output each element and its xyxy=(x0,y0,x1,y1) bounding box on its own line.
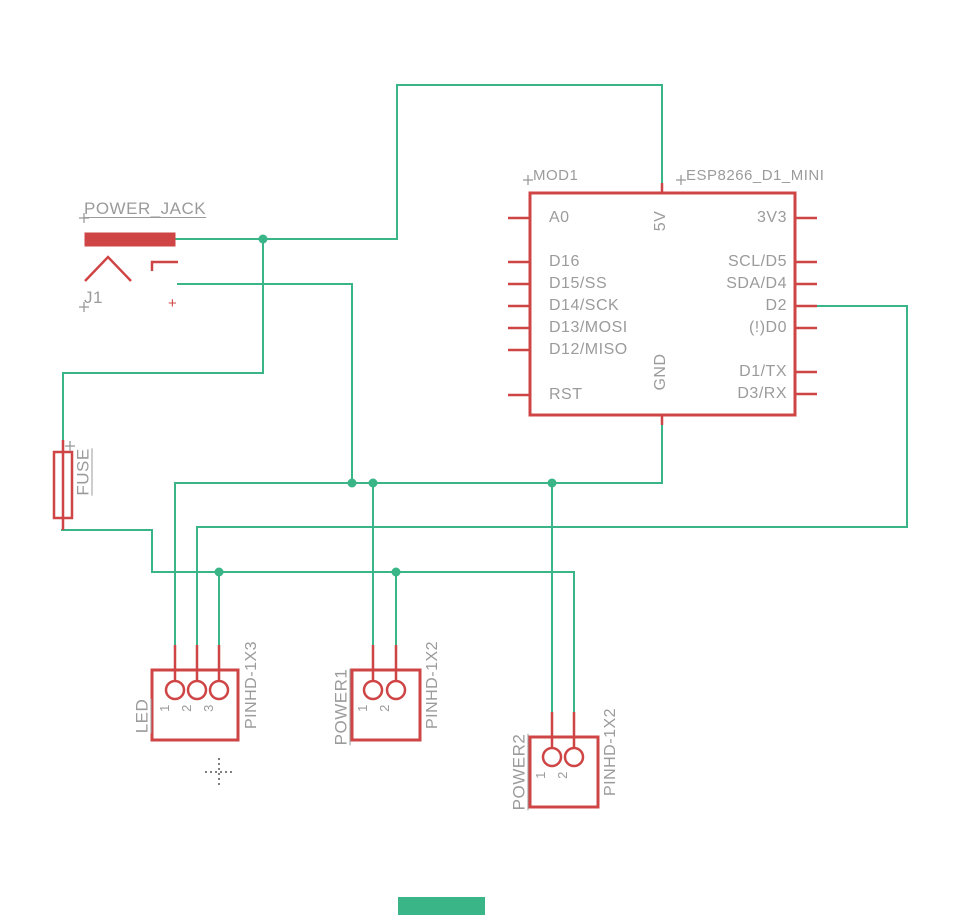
pin-number-label: 1 xyxy=(355,704,370,712)
pin-circle[interactable] xyxy=(563,746,585,768)
esp-pin-label-d3rx: D3/RX xyxy=(737,385,787,402)
bottom-green-bar xyxy=(398,897,485,915)
origin-cross xyxy=(65,441,75,451)
origin-cross xyxy=(79,302,89,312)
connector-power2-box[interactable] xyxy=(528,735,600,809)
esp-pin-label-d14: D14/SCK xyxy=(549,297,620,314)
junction-dot xyxy=(391,567,401,577)
pin-circle[interactable] xyxy=(186,679,208,701)
power-jack-spring-contact[interactable] xyxy=(84,255,132,282)
esp-pin-label-d15: D15/SS xyxy=(549,275,608,292)
connector-led-name-label: LED xyxy=(132,698,152,734)
esp-ref-label: MOD1 xyxy=(533,167,579,184)
esp-pin-label-3v3: 3V3 xyxy=(757,209,787,226)
connector-power1-box[interactable] xyxy=(350,668,422,742)
pin-number-label: 1 xyxy=(157,704,172,712)
origin-cross xyxy=(79,213,89,223)
pin-circle[interactable] xyxy=(541,746,563,768)
power-jack-barrel[interactable] xyxy=(84,232,176,247)
pin-circle[interactable] xyxy=(362,679,384,701)
esp-pin-label-d16: D16 xyxy=(549,253,580,270)
esp-pin-label-a0: A0 xyxy=(549,209,570,226)
fuse-value-label: FUSE xyxy=(73,448,93,496)
pin-number-label: 1 xyxy=(533,771,548,779)
pin-circle[interactable] xyxy=(208,679,230,701)
junction-dot xyxy=(214,567,224,577)
pin-circle[interactable] xyxy=(385,679,407,701)
esp-pin-label-gnd: GND xyxy=(652,353,669,391)
junction-dot xyxy=(258,234,268,244)
pin-number-label: 2 xyxy=(377,704,392,712)
origin-cross xyxy=(676,175,686,185)
junction-dot xyxy=(368,478,378,488)
esp-value-label: ESP8266_D1_MINI xyxy=(686,167,825,184)
pin-circle[interactable] xyxy=(164,679,186,701)
esp-pin-label-d12: D12/MISO xyxy=(549,341,628,358)
esp-pin-label-d13: D13/MOSI xyxy=(549,319,628,336)
pin-number-label: 2 xyxy=(179,704,194,712)
pin-number-label: 3 xyxy=(201,704,216,712)
power-jack-polarity-label: + xyxy=(168,295,178,312)
connector-power1-type-label: PINHD-1X2 xyxy=(424,640,441,730)
power-jack-tip-contact[interactable] xyxy=(150,260,178,271)
esp-pin-label-d0: (!)D0 xyxy=(748,319,787,336)
power-jack-name-label: POWER_JACK xyxy=(84,199,207,218)
esp-pin-label-d2: D2 xyxy=(765,297,787,314)
origin-cross xyxy=(523,175,533,185)
esp-pin-label-scl: SCL/D5 xyxy=(727,253,787,270)
connector-power1-name-label: POWER1 xyxy=(331,668,351,746)
connector-led-box[interactable] xyxy=(150,668,240,742)
esp-pin-label-rst: RST xyxy=(549,386,583,403)
connector-power2-type-label: PINHD-1X2 xyxy=(602,707,619,797)
connector-led-type-label: PINHD-1X3 xyxy=(243,640,260,730)
cursor-crosshair-icon xyxy=(205,758,233,786)
esp-pin-label-sda: SDA/D4 xyxy=(726,275,787,292)
power-jack-ref-label: J1 xyxy=(84,288,103,307)
junction-dot xyxy=(547,478,557,488)
esp-pin-label-5v: 5V xyxy=(652,210,669,232)
esp-pin-label-d1tx: D1/TX xyxy=(739,363,787,380)
pin-number-label: 2 xyxy=(555,771,570,779)
junction-dot xyxy=(347,478,357,488)
connector-power2-name-label: POWER2 xyxy=(509,733,529,811)
